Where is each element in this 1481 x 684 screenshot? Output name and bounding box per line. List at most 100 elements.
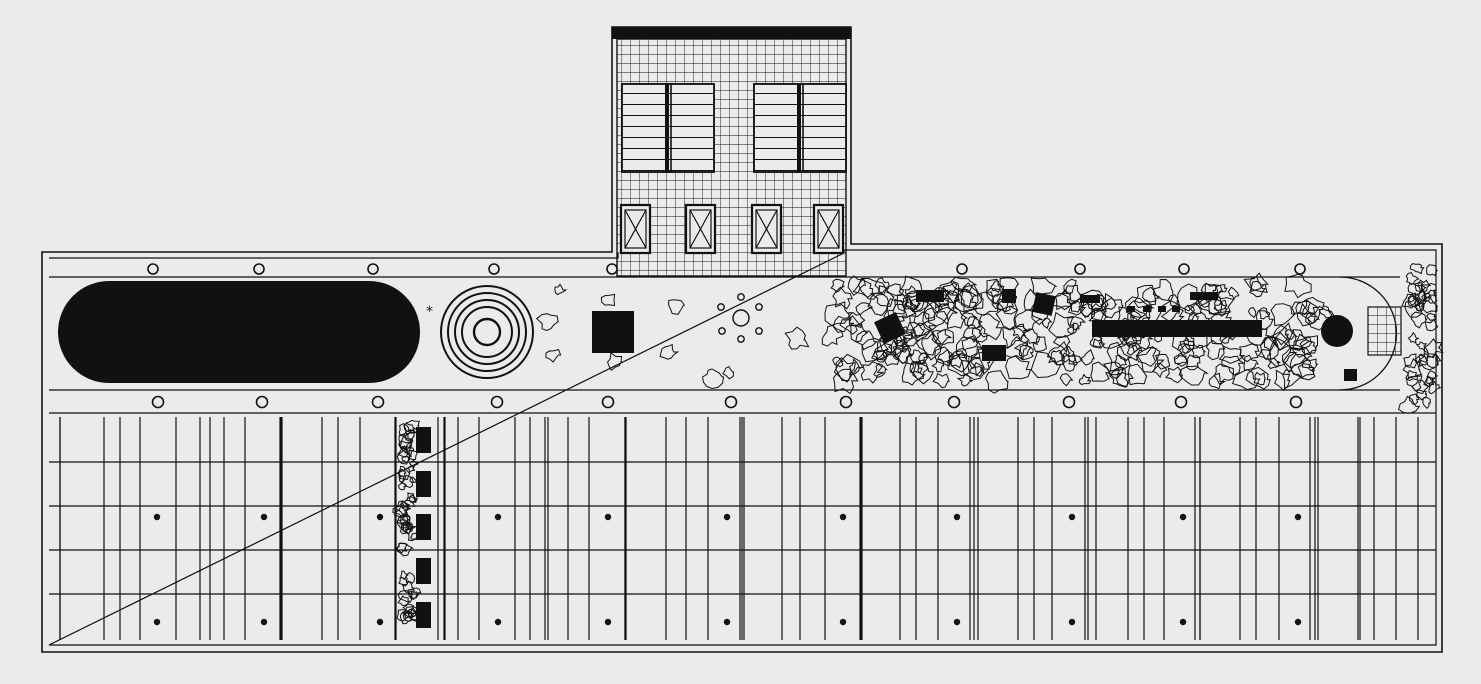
shrub-outline-icon [1030, 277, 1058, 295]
shrub-outline-icon [401, 515, 411, 524]
shrub-outline-icon [1067, 354, 1083, 366]
crossed-box-icon [750, 203, 783, 255]
solid-block-icon [1002, 289, 1016, 303]
shrub-outline-icon [1422, 396, 1431, 410]
shrub-outline-icon [405, 492, 418, 503]
shrub-outline-icon [1282, 369, 1303, 390]
shrub-outline-icon [554, 283, 568, 296]
oval-track-icon [58, 281, 420, 383]
shrub-outline-icon [1208, 372, 1227, 390]
shrub-outline-icon [1173, 352, 1188, 365]
shrub-outline-icon [912, 322, 932, 338]
shrub-outline-icon [905, 285, 919, 299]
hatched-window [753, 83, 847, 173]
shrub-outline-icon [985, 370, 1009, 394]
shrub-outline-icon [972, 291, 1000, 316]
small-step [1127, 306, 1135, 312]
column-dot-icon [376, 618, 384, 626]
shrub-outline-icon [1282, 347, 1307, 374]
shrub-outline-icon [1284, 273, 1312, 299]
planter-strip [394, 417, 439, 640]
stair-tower [612, 27, 851, 277]
shrub-outline-icon [830, 278, 846, 293]
shrub-outline-icon [960, 312, 979, 327]
shrub-outline-icon [1069, 300, 1082, 313]
shrub-outline-icon [909, 361, 923, 374]
shrub-outline-icon [1063, 278, 1077, 295]
small-step [1143, 306, 1151, 312]
shrub-outline-icon [1294, 333, 1313, 349]
column-dot-icon [839, 618, 847, 626]
grid-mat [1367, 306, 1402, 356]
column-circle [947, 395, 961, 409]
shrub-outline-icon [1218, 345, 1246, 364]
shrub-outline-icon [998, 292, 1019, 315]
shrub-outline-icon [931, 328, 952, 350]
shrub-outline-icon [1124, 296, 1155, 319]
column-dot-icon [723, 618, 731, 626]
solid-block-icon [1080, 295, 1100, 303]
shrub-outline-icon [954, 288, 979, 308]
shrub-outline-icon [1184, 304, 1196, 317]
shrub-outline-icon [1417, 279, 1432, 292]
shrub-outline-icon [909, 349, 928, 365]
column-circle [253, 263, 265, 275]
shrub-outline-icon [922, 307, 949, 331]
small-step [1172, 306, 1180, 312]
shrub-outline-icon [402, 580, 415, 594]
shrub-outline-icon [934, 346, 956, 367]
shrub-outline-icon [1191, 344, 1207, 359]
planter-box [416, 514, 431, 540]
shrub-outline-icon [946, 305, 969, 330]
column-markers [147, 263, 1306, 409]
column-circle [1294, 263, 1306, 275]
shrub-outline-icon [1239, 343, 1260, 363]
shrub-outline-icon [1213, 363, 1235, 386]
column-dot-icon [1068, 618, 1076, 626]
column-dot-icon [153, 513, 161, 521]
shrub-outline-icon [1419, 349, 1439, 371]
shrub-outline-icon [905, 322, 926, 340]
shrub-outline-icon [1135, 346, 1158, 368]
shrub-outline-icon [1048, 311, 1075, 338]
long-bench [1092, 320, 1262, 337]
shrub-outline-icon [879, 330, 906, 356]
shrub-outline-icon [398, 423, 413, 437]
column-circle [1074, 263, 1086, 275]
shrub-outline-icon [1174, 355, 1189, 367]
shrub-outline-icon [1403, 353, 1419, 369]
hatched-window [621, 83, 715, 173]
column-circle [601, 395, 615, 409]
column-dot-icon [494, 618, 502, 626]
shrub-outline-icon [1215, 284, 1228, 294]
shrub-outline-icon [545, 349, 562, 363]
shrub-outline-icon [1269, 337, 1298, 367]
shrub-outline-icon [1061, 352, 1078, 372]
shrub-outline-icon [832, 368, 859, 395]
shrub-outline-icon [1090, 361, 1111, 382]
shrub-outline-icon [1067, 322, 1080, 334]
column-dot-icon [1179, 513, 1187, 521]
shrub-outline-icon [1030, 351, 1062, 379]
shrub-outline-icon [1274, 369, 1291, 392]
column-dot-icon [604, 618, 612, 626]
shrub-outline-icon [400, 440, 413, 454]
shrub-outline-icon [1295, 299, 1311, 315]
shrub-outline-icon [1409, 263, 1425, 275]
pergola-grid [49, 417, 1436, 640]
shrub-outline-icon [1255, 310, 1274, 330]
shrub-outline-icon [536, 313, 559, 332]
shrub-outline-icon [1005, 355, 1032, 380]
promenade-band [49, 276, 1436, 414]
shrub-outline-icon [1407, 331, 1419, 345]
column-circle [367, 263, 379, 275]
shrub-outline-icon [409, 460, 419, 469]
shrub-outline-icon [875, 350, 889, 363]
shrub-outline-icon [1109, 367, 1130, 388]
shrub-outline-icon [1221, 355, 1246, 376]
shrub-outline-icon [1114, 354, 1128, 369]
shrub-outline-icon [1227, 286, 1240, 301]
shrub-outline-icon [1103, 297, 1118, 311]
shrub-outline-icon [1253, 371, 1267, 386]
shrub-outline-icon [1013, 309, 1043, 333]
